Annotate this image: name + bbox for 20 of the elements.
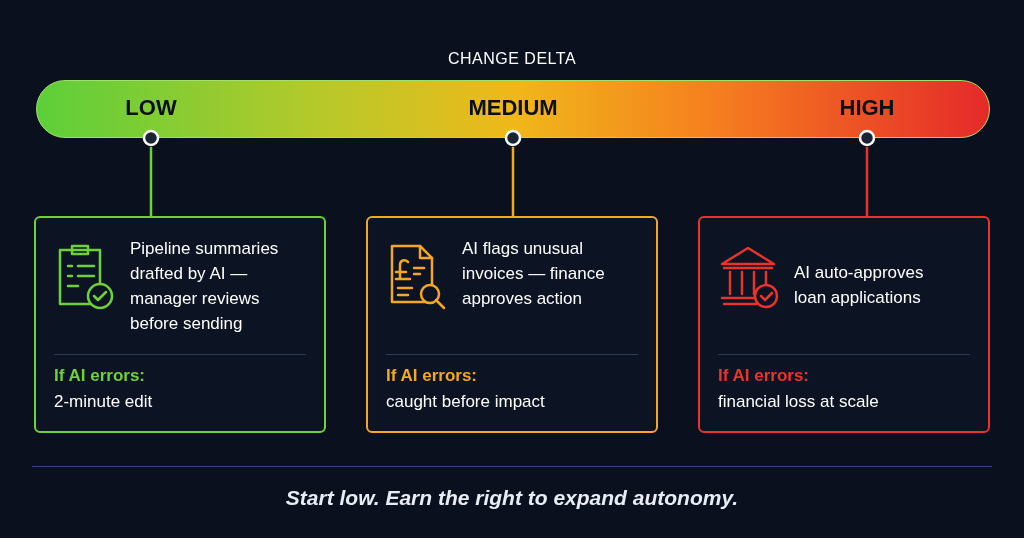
level-label: HIGH [839, 95, 895, 121]
connector-line [149, 147, 153, 216]
connector-line [511, 147, 515, 216]
info-card [34, 216, 326, 433]
description-text: Pipeline summaries drafted by AI — manager reviews before sending [130, 238, 280, 335]
caption-text: Start low. Earn the right to expand autonomy. [284, 486, 740, 510]
level-label: MEDIUM [468, 95, 558, 121]
description-text: AI flags unusual invoices — finance approves action [462, 238, 606, 310]
title-text: CHANGE DELTA [446, 50, 578, 68]
condition-label: If AI errors: [718, 366, 809, 386]
consequence-text: caught before impact [386, 392, 545, 412]
connector-line [865, 147, 869, 216]
condition-label: If AI errors: [386, 366, 477, 386]
consequence-text: financial loss at scale [718, 392, 879, 412]
level-label: LOW [125, 95, 177, 121]
info-card [698, 216, 990, 433]
info-card [366, 216, 658, 433]
condition-label: If AI errors: [54, 366, 145, 386]
consequence-text: 2-minute edit [54, 392, 153, 412]
description-text: AI auto-approves loan applications [794, 262, 925, 309]
